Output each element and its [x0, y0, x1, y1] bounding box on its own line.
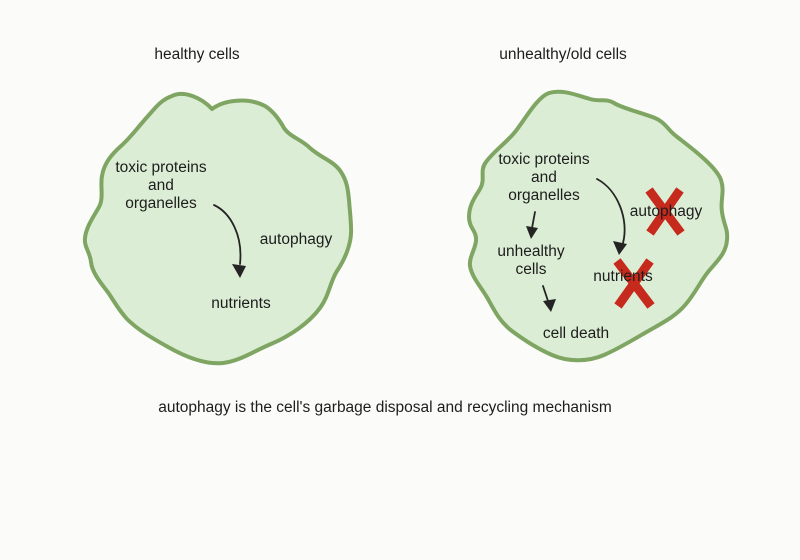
unhealthy-intermediate-label: unhealthy cells: [497, 243, 565, 278]
healthy-cell-blob: [82, 91, 354, 366]
to-cell-death-arrow-icon: [542, 285, 556, 312]
blocked-nutrients-cross-icon: [613, 258, 655, 309]
unhealthy-source-label: toxic proteins and organelles: [498, 151, 590, 204]
healthy-panel-title: healthy cells: [154, 46, 240, 63]
unhealthy-autophagy-arrow-icon: [596, 178, 627, 255]
blocked-autophagy-cross-icon: [645, 187, 685, 236]
healthy-autophagy-arrow-icon: [213, 204, 246, 278]
unhealthy-cell-blob: [467, 89, 730, 363]
unhealthy-panel-title: unhealthy/old cells: [499, 46, 627, 63]
unhealthy-outcome-label: cell death: [542, 325, 610, 342]
healthy-source-label: toxic proteins and organelles: [115, 159, 207, 212]
unhealthy-result-label: nutrients: [593, 268, 653, 285]
diagram-caption: autophagy is the cell's garbage disposal…: [158, 399, 612, 416]
unhealthy-process-label: autophagy: [629, 203, 703, 220]
to-unhealthy-cells-arrow-icon: [526, 211, 538, 239]
healthy-result-label: nutrients: [211, 295, 271, 312]
healthy-process-label: autophagy: [259, 231, 333, 248]
